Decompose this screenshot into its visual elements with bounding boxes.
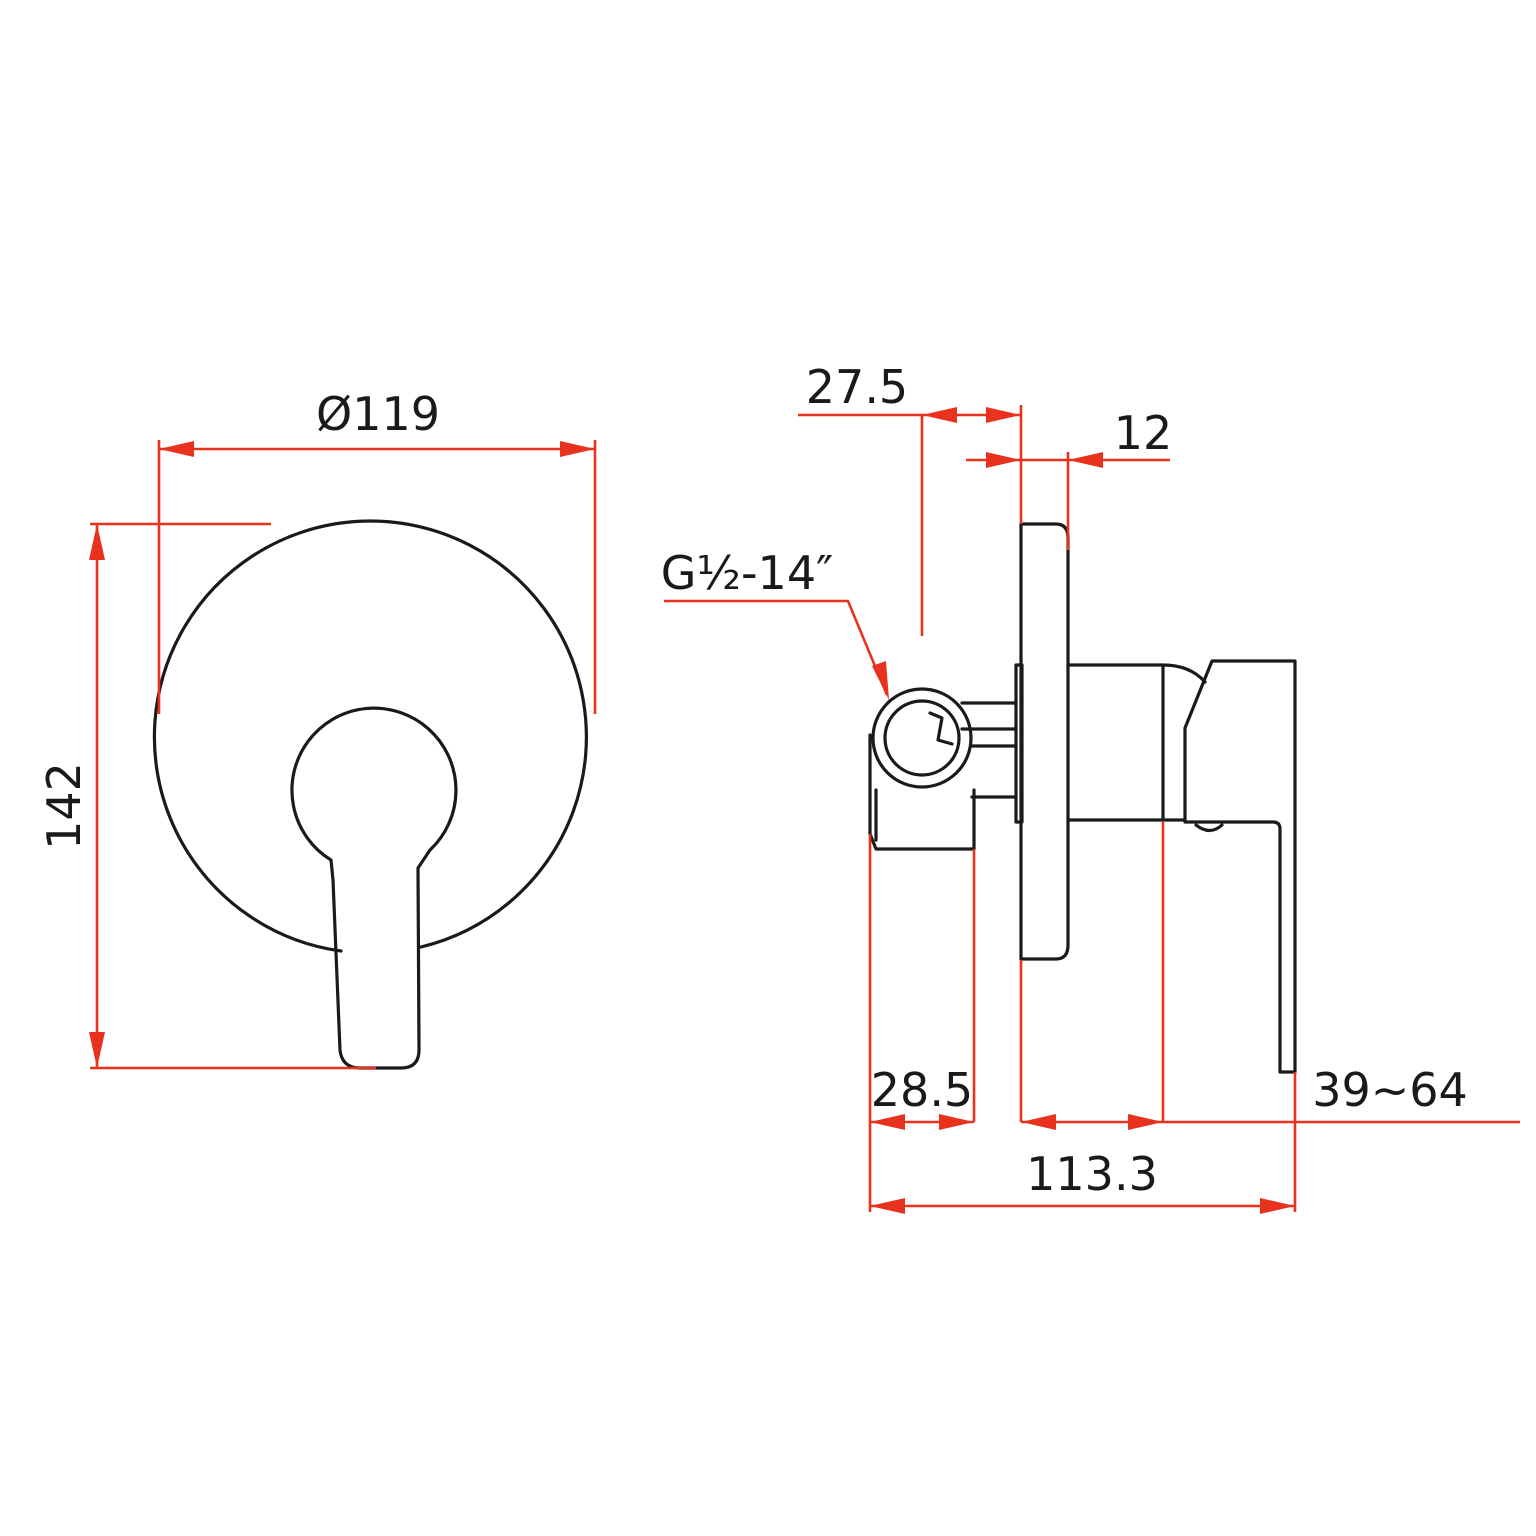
side-view-dimensions bbox=[664, 405, 1520, 1214]
lever-handle-outline bbox=[290, 706, 458, 1070]
adjust-range-label: 39~64 bbox=[1312, 1063, 1468, 1117]
thread-label: G½-14″ bbox=[661, 546, 834, 600]
diameter-label: Ø119 bbox=[316, 387, 440, 441]
valve-stem bbox=[960, 701, 1018, 799]
front-view-dimensions bbox=[89, 440, 597, 1070]
lever-handle-side bbox=[1183, 659, 1297, 1074]
front-view bbox=[152, 519, 588, 1070]
side-view bbox=[868, 522, 1297, 1074]
height-label: 142 bbox=[37, 762, 91, 850]
cover-plate-outline bbox=[152, 519, 588, 953]
lever-depth-label: 113.3 bbox=[1026, 1147, 1158, 1201]
thread-inlet-inner bbox=[883, 699, 961, 777]
inlet-width-label: 28.5 bbox=[871, 1063, 973, 1117]
inlet-block bbox=[868, 733, 976, 851]
plate-thickness-label: 12 bbox=[1114, 406, 1173, 460]
thread-inlet-outer bbox=[871, 687, 973, 789]
lever-body-side bbox=[1066, 663, 1165, 822]
wall-offset-label: 27.5 bbox=[806, 360, 908, 414]
wall-plate-side bbox=[1019, 522, 1070, 961]
